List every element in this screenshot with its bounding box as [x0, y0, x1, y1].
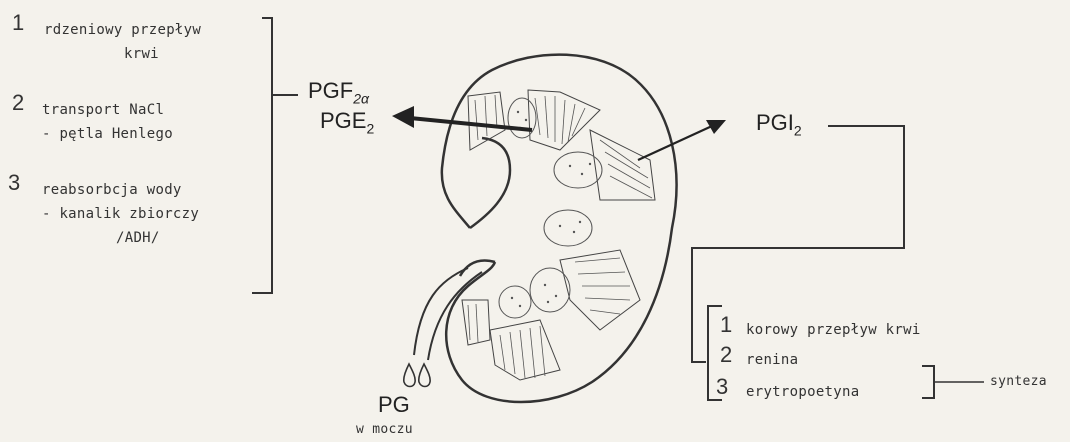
- pge2-base: PGE: [320, 108, 366, 133]
- left-item-1-number: 1: [12, 10, 24, 36]
- left-item-1-line1: rdzeniowy przepływ: [44, 22, 201, 38]
- right-item-3-number: 3: [716, 374, 728, 400]
- papillae-stipple: [511, 111, 591, 307]
- papilla-1: [508, 98, 536, 138]
- left-bracket: [252, 18, 272, 293]
- right-item-1-number: 1: [720, 312, 732, 338]
- ureter-right: [428, 272, 482, 360]
- pgf2a-label: PGF2α: [308, 78, 369, 106]
- pyramid-right-lower: [560, 250, 640, 330]
- kidney: [442, 55, 677, 402]
- synteza-bracket: [922, 366, 934, 398]
- right-item-3-label: erytropoetyna: [746, 384, 859, 400]
- pg-urine-label: PG: [378, 392, 410, 418]
- pyramid-striations: [468, 95, 652, 378]
- papilla-5: [499, 286, 531, 318]
- arrow-to-pgi: [638, 120, 726, 160]
- papilla-2: [554, 152, 602, 188]
- drop-1: [404, 364, 415, 387]
- pge2-sub: 2: [366, 120, 374, 136]
- arrow-to-pgf-pge: [392, 106, 532, 130]
- right-item-1-label: korowy przepływ krwi: [746, 322, 921, 338]
- left-item-3-line3: /ADH/: [116, 230, 160, 246]
- kidney-hilum-upper: [470, 138, 510, 228]
- papilla-4: [530, 268, 570, 312]
- left-item-3-line2: - kanalik zbiorczy: [42, 206, 199, 222]
- pg-urine-sublabel: w moczu: [356, 422, 413, 437]
- right-item-2-number: 2: [720, 342, 732, 368]
- left-item-2-line1: transport NaCl: [42, 102, 164, 118]
- kidney-papillae: [499, 98, 602, 318]
- pgi2-sub: 2: [794, 122, 802, 138]
- ureter-left: [414, 268, 468, 355]
- kidney-outer-contour: [442, 55, 677, 402]
- left-item-2-number: 2: [12, 90, 24, 116]
- urine-drops: [404, 364, 430, 387]
- synteza-label: synteza: [990, 374, 1047, 389]
- right-item-2-label: renina: [746, 352, 798, 368]
- left-item-3-line1: reabsorbcja wody: [42, 182, 182, 198]
- pgf2a-sub: 2α: [353, 90, 369, 106]
- pge2-label: PGE2: [320, 108, 374, 136]
- drop-2: [419, 364, 430, 387]
- left-item-2-line2: - pętla Henlego: [42, 126, 173, 142]
- pgf2a-base: PGF: [308, 78, 353, 103]
- pgi2-label: PGI2: [756, 110, 802, 138]
- left-item-3-number: 3: [8, 170, 20, 196]
- pgi2-base: PGI: [756, 110, 794, 135]
- papilla-3: [544, 210, 592, 246]
- pyramid-right-upper: [590, 130, 655, 200]
- left-item-1-line2: krwi: [124, 46, 159, 62]
- pyramid-bottom: [490, 320, 560, 380]
- kidney-pyramids: [462, 90, 655, 380]
